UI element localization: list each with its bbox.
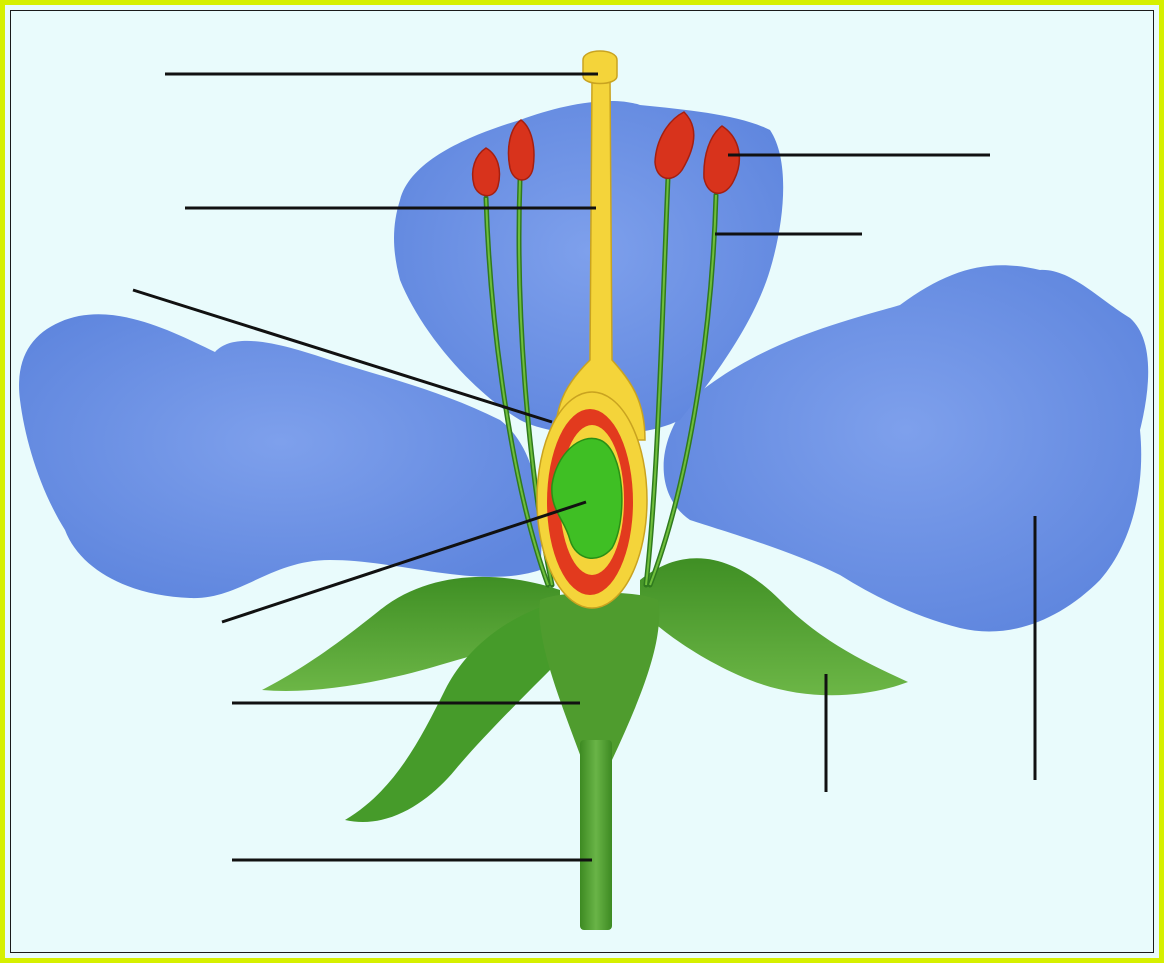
stem <box>580 740 612 930</box>
receptacle <box>539 593 659 761</box>
stigma <box>583 51 617 84</box>
